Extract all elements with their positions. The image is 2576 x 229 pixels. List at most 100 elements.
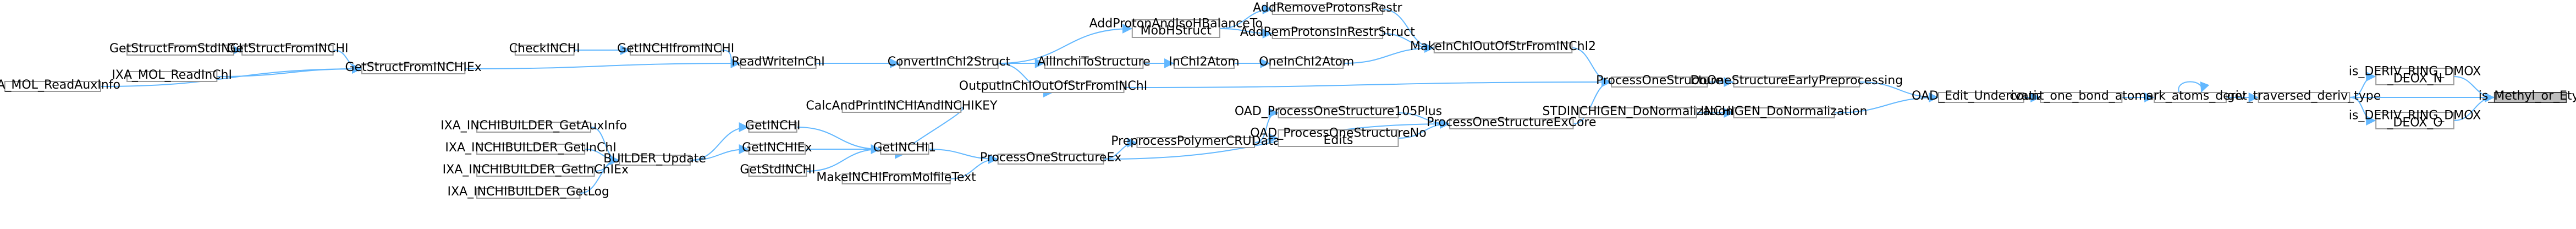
node-stdinchigen-donormalization[interactable]: STDINCHIGEN_DoNormalization bbox=[1542, 105, 1733, 118]
node-addremoveprotonsrestr[interactable]: AddRemoveProtonsRestr bbox=[1253, 1, 1402, 15]
node-label: IXA_INCHIBUILDER_GetLog bbox=[447, 185, 609, 199]
node-label: ProcessOneStructureEx bbox=[980, 151, 1122, 165]
node-ixa-inchibuilder-getauxinfo[interactable]: IXA_INCHIBUILDER_GetAuxInfo bbox=[441, 119, 627, 133]
node-is-deriv-ring-dmox-deox-o[interactable]: is_DERIV_RING_DMOX_DEOX_O bbox=[2349, 108, 2481, 129]
node-getinchifrominchi[interactable]: GetINCHIfromINCHI bbox=[617, 42, 734, 56]
node-box bbox=[476, 144, 586, 155]
node-box bbox=[748, 122, 797, 133]
node-box bbox=[2154, 92, 2227, 103]
node-ixa-mol-readinchi[interactable]: IXA_MOL_ReadInChI bbox=[112, 68, 232, 82]
node-ixa-inchibuilder-getinchiex[interactable]: IXA_INCHIBUILDER_GetInChIEx bbox=[443, 163, 629, 177]
node-processonestructureex[interactable]: ProcessOneStructureEx bbox=[980, 151, 1122, 165]
node-box bbox=[740, 58, 817, 69]
edge-addprotonandisohbalancetomobhstruct-to-addremoveprotonsrestr bbox=[1219, 4, 1273, 29]
edge-ixa-inchibuilder-getlog-to-builder-update bbox=[580, 155, 620, 194]
node-get-traversed-deriv-type[interactable]: get_traversed_deriv_type bbox=[2227, 89, 2381, 103]
node-label: MakeInChIOutOfStrFromINChI2 bbox=[1410, 40, 1596, 53]
edge-getstdinchi-to-getinchi1 bbox=[806, 144, 881, 172]
node-oad-processonestructure105plus[interactable]: OAD_ProcessOneStructure105Plus bbox=[1235, 105, 1442, 118]
node-getinchi[interactable]: GetINCHI bbox=[745, 119, 801, 133]
edge-processonestructureex-to-processonestructureexcore bbox=[1103, 119, 1450, 160]
node-outputinchioutofstrfrominchi[interactable]: OutputInChIOutOfStrFromINChI bbox=[959, 79, 1147, 93]
node-convertinchi2struct[interactable]: ConvertInChI2Struct bbox=[888, 55, 1011, 69]
node-ixa-inchibuilder-getlog[interactable]: IXA_INCHIBUILDER_GetLog bbox=[447, 185, 609, 199]
node-box bbox=[899, 58, 999, 69]
node-label: GetStructFromINCHI bbox=[227, 42, 348, 56]
node-label: IXA_MOL_ReadAuxInfo bbox=[0, 78, 120, 92]
edge-ixa-mol-readauxinfo-to-getstructfrominchiex bbox=[101, 64, 362, 87]
edge-preprocesspolymercrudata-to-oad-processonestructurenoedits bbox=[1254, 133, 1279, 144]
node-label: OneInChI2Atom bbox=[1259, 55, 1354, 69]
node-processonestructure[interactable]: ProcessOneStructure bbox=[1596, 74, 1723, 88]
node-label: STDINCHIGEN_DoNormalization bbox=[1542, 105, 1733, 118]
node-mark-atoms-deriv[interactable]: mark_atoms_deriv bbox=[2134, 89, 2246, 103]
edge-doonestructureearlypreprocessing-to-oad-edit-underivatize bbox=[1859, 81, 1939, 102]
node-ixa-mol-readauxinfo[interactable]: IXA_MOL_ReadAuxInfo bbox=[0, 78, 120, 92]
node-label: BUILDER_Update bbox=[603, 152, 706, 166]
node-addremprotonsinrestrstruct[interactable]: AddRemProtonsInRestrStruct bbox=[1240, 25, 1415, 39]
edge-get-traversed-deriv-type-to-is-deriv-ring-dmox-deox-n bbox=[2349, 72, 2376, 98]
node-label: GetINCHI1 bbox=[873, 141, 937, 155]
node-getinchi1[interactable]: GetINCHI1 bbox=[873, 141, 937, 155]
node-checkinchi[interactable]: CheckINCHI bbox=[509, 42, 580, 56]
node-box bbox=[1611, 77, 1708, 88]
node-box bbox=[982, 82, 1125, 93]
node-allinchitostructure[interactable]: AllInchiToStructure bbox=[1037, 55, 1151, 69]
node-box bbox=[841, 102, 962, 113]
node-box bbox=[1174, 58, 1235, 69]
node-label: IXA_INCHIBUILDER_GetAuxInfo bbox=[441, 119, 627, 133]
edge-addremprotonsinrestrstruct-to-makeinchioutofstrfrominchi2 bbox=[1383, 33, 1434, 53]
node-label: count_one_bond_atoms bbox=[2010, 89, 2153, 103]
node-oad-edit-underivatize[interactable]: OAD_Edit_Underivatize bbox=[1912, 89, 2051, 103]
node-calcandprintinchiandinchikey[interactable]: CalcAndPrintINCHIAndINCHIKEY bbox=[806, 99, 998, 113]
node-makeinchioutofstrfrominchi2[interactable]: MakeInChIOutOfStrFromINChI2 bbox=[1410, 40, 1596, 53]
node-count-one-bond-atoms[interactable]: count_one_bond_atoms bbox=[2010, 89, 2153, 103]
node-getstructfrominchiex[interactable]: GetStructFromINCHIEx bbox=[345, 61, 482, 74]
node-box bbox=[1578, 107, 1697, 118]
node-makeinchifrommolfiletext[interactable]: MakeINCHIFromMolfileText bbox=[816, 171, 976, 184]
node-box bbox=[1937, 92, 2024, 103]
node-oneinchi2atom[interactable]: OneInChI2Atom bbox=[1259, 55, 1354, 69]
edge-builder-update-to-getinchi bbox=[690, 122, 749, 161]
node-getstructfrominchi[interactable]: GetStructFromINCHI bbox=[227, 42, 349, 56]
node-box bbox=[241, 45, 334, 56]
node-box bbox=[1044, 58, 1144, 69]
node-is-deriv-ring-dmox-deox-n[interactable]: is_DERIV_RING_DMOX_DEOX_N bbox=[2349, 64, 2481, 85]
node-readwriteinchi[interactable]: ReadWriteInChI bbox=[731, 55, 825, 69]
node-box bbox=[880, 144, 929, 155]
node-inchi2atom[interactable]: InChI2Atom bbox=[1169, 55, 1240, 69]
edge-getinchi-to-getinchi1 bbox=[796, 127, 881, 154]
node-preprocesspolymercrudata[interactable]: PreprocessPolymerCRUData bbox=[1111, 134, 1280, 148]
node-box bbox=[476, 122, 592, 133]
node-box bbox=[1131, 19, 1220, 38]
node-getstructfromstdinchi[interactable]: GetStructFromStdINCHI bbox=[109, 42, 251, 56]
node-inchigen-donormalization[interactable]: INCHIGEN_DoNormalization bbox=[1700, 105, 1867, 118]
node-box bbox=[1272, 28, 1384, 39]
edge-outputinchioutofstrfrominchi-to-processonestructure bbox=[1124, 77, 1612, 88]
edges-layer bbox=[101, 4, 2495, 194]
edge-ixa-mol-readinchi-to-getstructfrominchiex bbox=[217, 64, 362, 77]
node-box bbox=[2258, 92, 2351, 103]
node-box bbox=[1269, 58, 1344, 69]
node-label: CalcAndPrintINCHIAndINCHIKEY bbox=[806, 99, 998, 113]
node-label: GetStructFromINCHIEx bbox=[345, 61, 481, 74]
node-box bbox=[126, 45, 234, 56]
node-label: get_traversed_deriv_type bbox=[2227, 89, 2381, 103]
node-box bbox=[361, 63, 466, 74]
node-processonestructureexcore[interactable]: ProcessOneStructureExCore bbox=[1427, 116, 1597, 129]
node-getinchiex[interactable]: GetINCHIEx bbox=[742, 141, 812, 155]
node-box bbox=[476, 188, 581, 199]
node-ixa-inchibuilder-getinchi[interactable]: IXA_INCHIBUILDER_GetInChI bbox=[445, 141, 617, 155]
node-getstdinchi[interactable]: GetStdINCHI bbox=[740, 163, 815, 177]
node-doonestructureearlypreprocessing[interactable]: DoOneStructureEarlyPreprocessing bbox=[1690, 74, 1903, 88]
node-label: IXA_INCHIBUILDER_GetInChI bbox=[445, 141, 616, 155]
node-label: MakeINCHIFromMolfileText bbox=[816, 171, 976, 184]
node-box bbox=[1733, 77, 1861, 88]
node-builder-update[interactable]: BUILDER_Update bbox=[603, 152, 706, 166]
edge-oneinchi2atom-to-makeinchioutofstrfrominchi2 bbox=[1343, 43, 1434, 64]
node-box bbox=[748, 166, 807, 177]
node-is-methyl-or-etyl[interactable]: is_Methyl_or_Etyl bbox=[2479, 89, 2576, 103]
node-label: GetINCHI bbox=[745, 119, 801, 133]
